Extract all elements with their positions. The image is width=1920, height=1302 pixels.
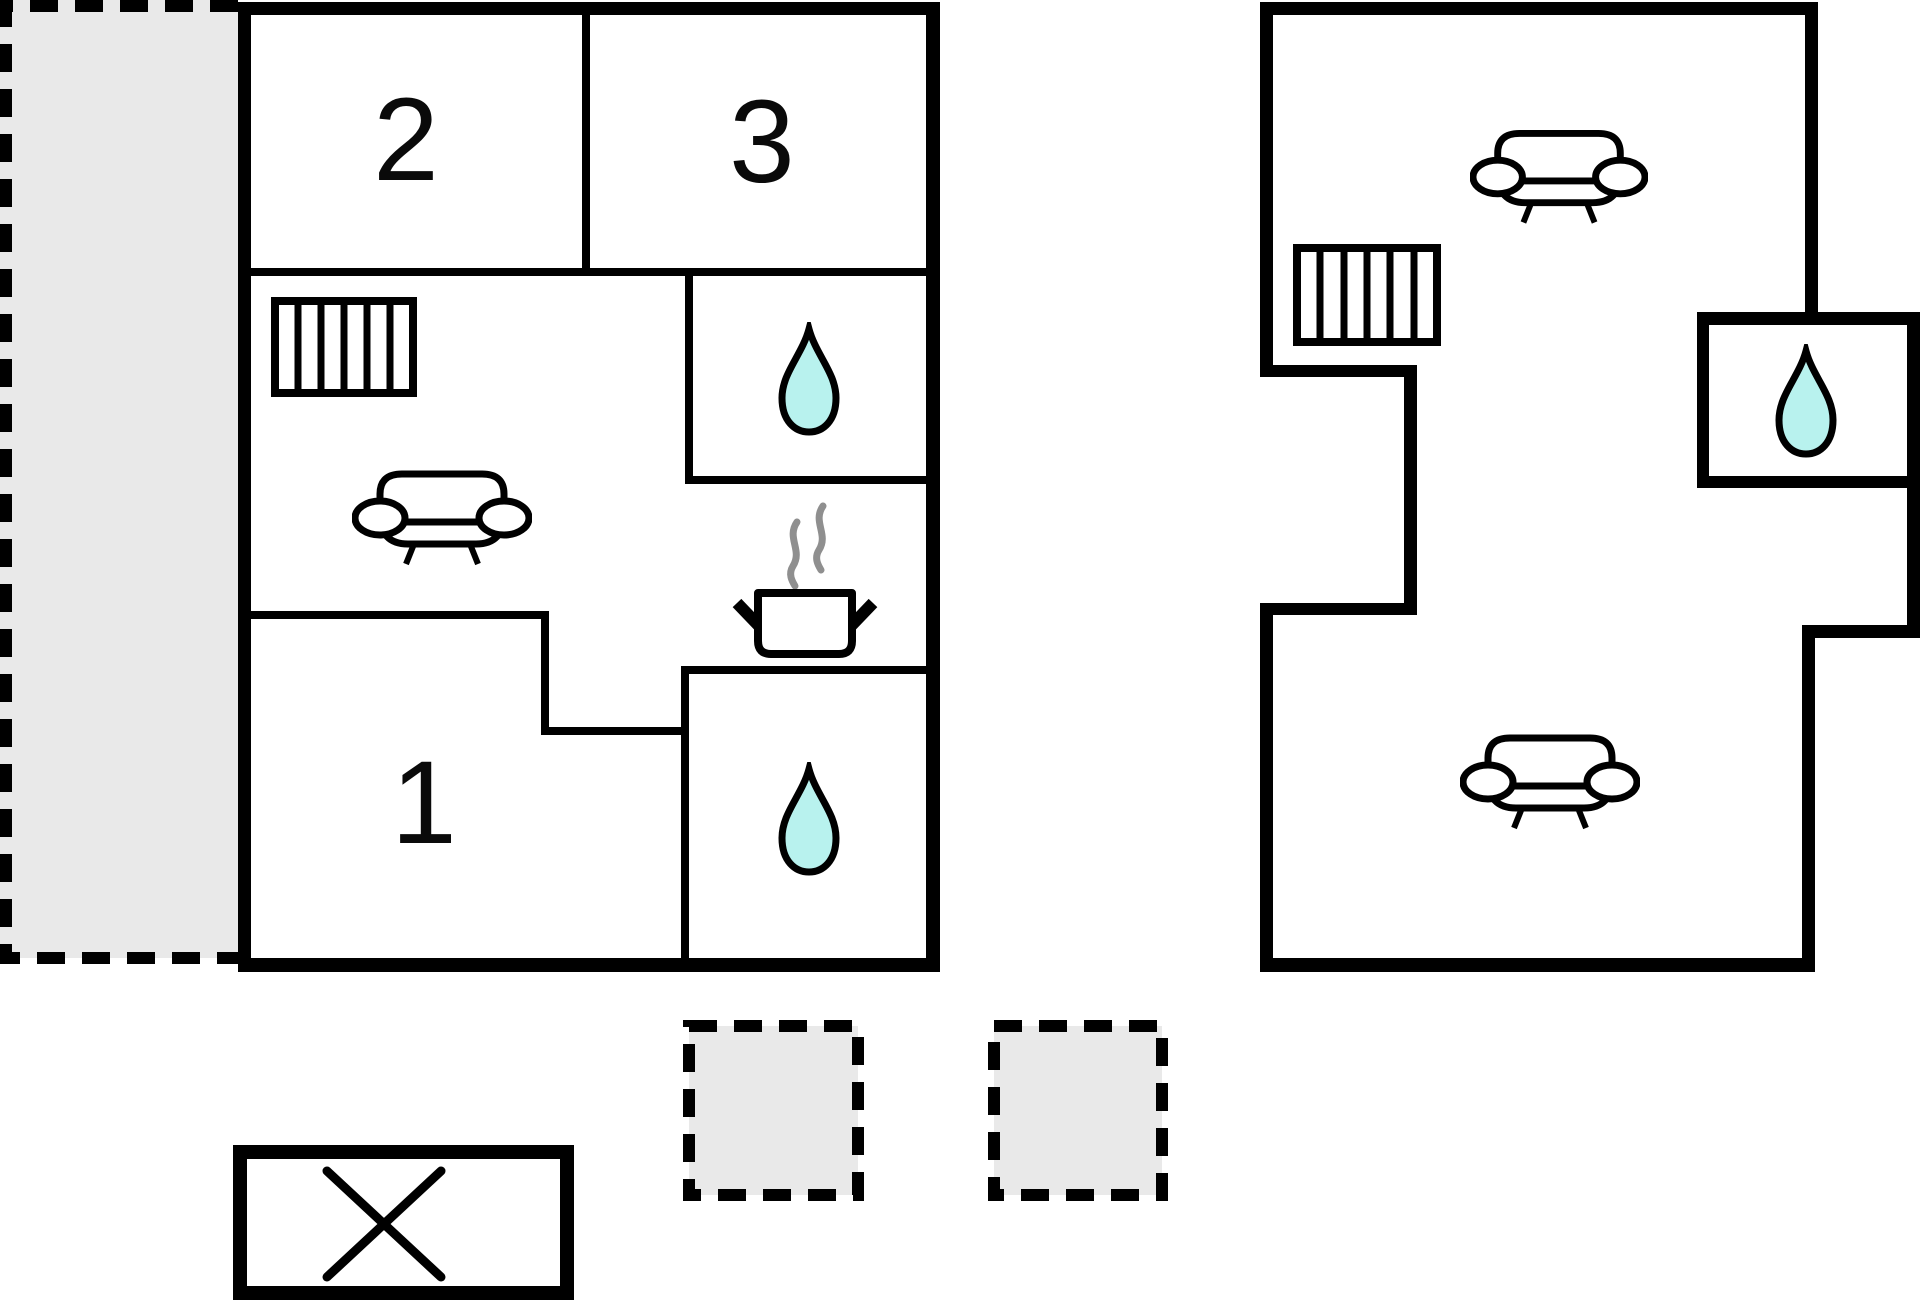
wall-segment — [685, 666, 926, 674]
dashed-outdoor-area — [988, 1020, 1168, 1201]
wall-segment — [1697, 312, 1709, 488]
wall-segment — [1260, 2, 1818, 15]
wall-segment — [1907, 312, 1920, 638]
wall-segment — [1802, 625, 1920, 638]
radiator-icon — [1293, 244, 1441, 346]
wall-segment — [1697, 476, 1920, 488]
room-label-3: 3 — [729, 76, 795, 208]
wall-segment — [238, 2, 251, 972]
wall-segment — [541, 727, 689, 735]
wall-segment — [685, 268, 693, 484]
water-drop-icon — [778, 762, 840, 876]
wall-segment — [541, 611, 549, 735]
wall-segment — [1260, 365, 1417, 377]
wall-segment — [1802, 625, 1815, 972]
water-drop-icon — [778, 322, 840, 436]
dashed-outdoor-area — [683, 1020, 864, 1201]
sofa-icon — [1470, 130, 1648, 224]
steam-icon — [787, 502, 827, 590]
water-drop-icon — [1775, 344, 1837, 458]
wall-segment — [1260, 2, 1273, 377]
cooking-pot-icon — [732, 589, 878, 658]
sofa-icon — [1460, 734, 1640, 830]
wall-segment — [251, 611, 549, 619]
wall-segment — [1404, 365, 1417, 615]
wall-segment — [238, 958, 940, 972]
cross-lines — [322, 1166, 446, 1282]
wall-segment — [1697, 312, 1920, 325]
wall-segment — [685, 476, 926, 484]
radiator-icon — [271, 297, 417, 397]
wall-segment — [1805, 2, 1818, 325]
terrace-dashed-area — [0, 0, 238, 964]
entrance-cross-icon — [233, 1145, 574, 1300]
wall-segment — [1260, 603, 1417, 615]
wall-segment — [1260, 603, 1273, 972]
room-label-2: 2 — [373, 74, 439, 206]
wall-segment — [926, 2, 940, 972]
room-label-1: 1 — [391, 737, 457, 869]
wall-segment — [582, 15, 590, 276]
sofa-icon — [352, 470, 532, 566]
wall-segment — [1260, 958, 1815, 972]
wall-segment — [681, 666, 689, 958]
wall-segment — [238, 2, 940, 15]
